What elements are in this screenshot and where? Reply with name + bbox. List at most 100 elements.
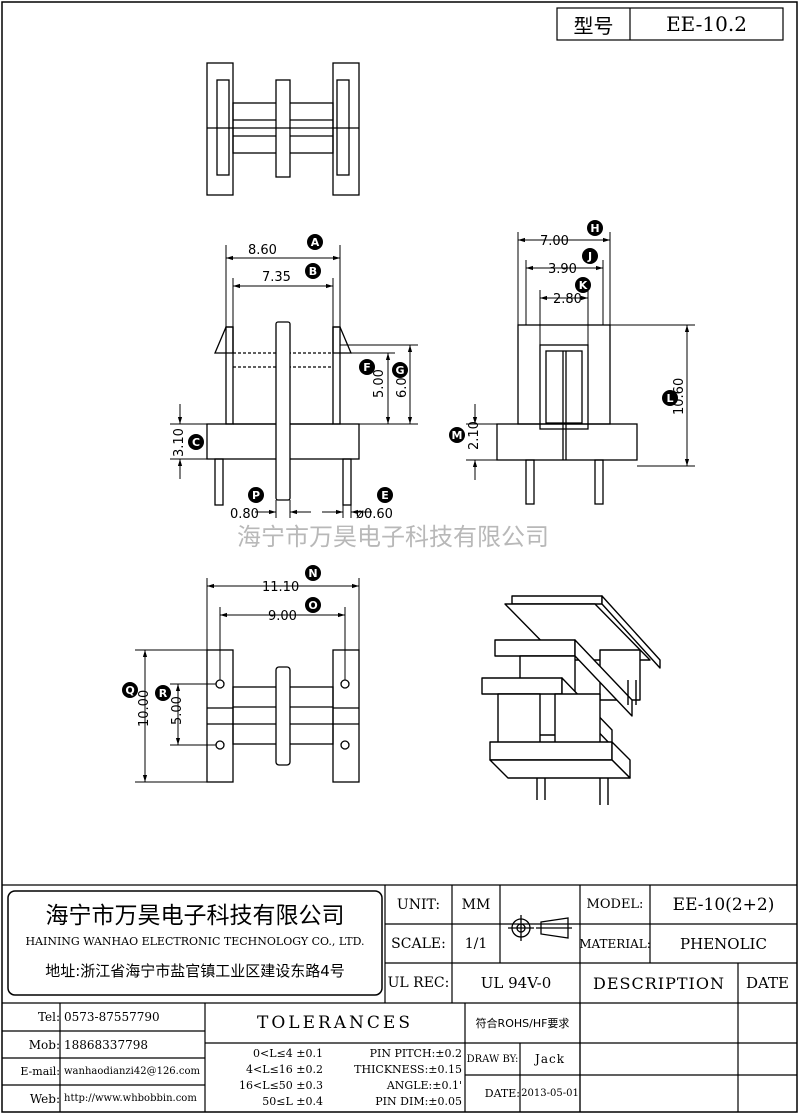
top-view [206, 62, 360, 196]
unit-label: UNIT: [396, 896, 441, 913]
date-label: DATE: [484, 1087, 520, 1100]
dim-a-value: 8.60 [248, 243, 277, 258]
rohs-compliance: 符合ROHS/HF要求 [475, 1017, 570, 1030]
title-block-grid [2, 7, 797, 1112]
svg-text:F: F [363, 361, 371, 374]
model-label: MODEL: [586, 897, 644, 912]
svg-text:Q: Q [125, 684, 134, 697]
dim-h-value: 7.00 [540, 234, 569, 249]
badge-j: J [582, 248, 598, 264]
company-name-en: HAINING WANHAO ELECTRONIC TECHNOLOGY CO.… [25, 934, 365, 948]
tolerance-thickness: THICKNESS:±0.15 [354, 1062, 462, 1076]
date-value: 2013-05-01 [521, 1088, 579, 1099]
tolerance-angle: ANGLE:±0.1' [386, 1078, 462, 1092]
drawby-value: Jack [535, 1052, 565, 1066]
scale-label: SCALE: [391, 935, 446, 952]
svg-text:O: O [308, 599, 317, 612]
dim-k-value: 2.80 [553, 292, 582, 307]
company-address: 地址:浙江省海宁市盐官镇工业区建设东路4号 [45, 961, 345, 980]
tolerances-title: TOLERANCES [257, 1013, 413, 1033]
dimension-values: 8.60 7.35 0.80 ø0.60 7.00 3.90 2.80 11.1… [137, 234, 687, 727]
svg-text:M: M [452, 429, 463, 442]
front-view [206, 321, 360, 506]
svg-text:J: J [587, 250, 592, 263]
company-watermark: 海宁市万昊电子科技有限公司 [237, 523, 549, 551]
dim-b-value: 7.35 [262, 270, 291, 285]
svg-text:N: N [308, 567, 317, 580]
tolerance-range-1: 0<L≤4 ±0.1 [253, 1046, 323, 1060]
badge-p: P [248, 487, 264, 503]
dim-e-value: ø0.60 [356, 507, 393, 522]
web-link[interactable]: http://www.whbobbin.com [64, 1093, 197, 1104]
svg-text:A: A [311, 236, 320, 249]
dim-m-value: 2.10 [467, 421, 482, 450]
email-value[interactable]: wanhaodianzi42@126.com [64, 1066, 200, 1077]
svg-text:P: P [252, 489, 260, 502]
tolerance-range-4: 50≤L ±0.4 [262, 1094, 323, 1108]
badge-a: A [307, 234, 323, 250]
side-view [496, 324, 638, 505]
date-header: DATE [746, 974, 789, 992]
tel-label: Tel: [37, 1010, 60, 1024]
type-label: 型号 [573, 13, 614, 38]
svg-text:H: H [590, 222, 599, 235]
description-header: DESCRIPTION [593, 973, 725, 993]
dim-o-value: 9.00 [268, 609, 297, 624]
scale-value: 1/1 [464, 935, 488, 952]
svg-text:G: G [395, 364, 404, 377]
dim-c-value: 3.10 [172, 428, 187, 457]
badge-n: N [305, 565, 321, 581]
svg-text:R: R [159, 687, 168, 700]
material-label: MATERIAL: [580, 936, 650, 951]
badge-g: G [392, 362, 408, 378]
web-label: Web: [29, 1091, 60, 1106]
company-box [7, 890, 383, 996]
ulrec-label: UL REC: [387, 975, 450, 991]
isometric-view [481, 595, 661, 805]
svg-text:L: L [666, 392, 673, 405]
mob-value: 18868337798 [64, 1037, 148, 1052]
tolerance-range-3: 16<L≤50 ±0.3 [239, 1078, 323, 1092]
dim-r-value: 5.00 [170, 696, 185, 725]
badge-c: C [188, 434, 204, 450]
badge-k: K [575, 277, 591, 293]
dim-j-value: 3.90 [548, 262, 577, 277]
unit-value: MM [461, 896, 491, 913]
projection-symbol-icon [508, 915, 572, 941]
badge-o: O [305, 597, 321, 613]
drawby-label: DRAW BY: [466, 1053, 519, 1065]
tel-value: 0573-87557790 [64, 1010, 160, 1024]
tolerance-pin-dim: PIN DIM:±0.05 [375, 1094, 462, 1108]
company-name-cn: 海宁市万昊电子科技有限公司 [45, 903, 345, 929]
badge-m: M [449, 427, 465, 443]
bottom-view [206, 649, 360, 783]
material-value: PHENOLIC [680, 934, 767, 953]
dim-q-value: 10.00 [137, 690, 152, 727]
badge-e: E [377, 487, 393, 503]
mob-label: Mob: [28, 1037, 60, 1052]
svg-text:K: K [579, 279, 588, 292]
tolerance-range-2: 4<L≤16 ±0.2 [246, 1062, 323, 1076]
dimension-badges: A B F G C P E H J K L M N O Q R [122, 220, 678, 701]
svg-text:E: E [381, 489, 389, 502]
ulrec-value: UL 94V-0 [480, 974, 552, 992]
dim-n-value: 11.10 [262, 580, 299, 595]
dimension-lines [135, 232, 695, 783]
badge-h: H [587, 220, 603, 236]
svg-text:C: C [192, 436, 200, 449]
svg-text:B: B [309, 265, 317, 278]
dim-l-value: 10.60 [672, 378, 687, 415]
badge-f: F [359, 359, 375, 375]
tolerance-pin-pitch: PIN PITCH:±0.2 [369, 1046, 462, 1060]
type-value: EE-10.2 [666, 12, 747, 36]
email-label: E-mail: [20, 1065, 60, 1078]
badge-l: L [662, 390, 678, 406]
badge-q: Q [122, 682, 138, 698]
dim-f-value: 5.00 [372, 369, 387, 398]
dim-p-value: 0.80 [230, 507, 259, 522]
badge-b: B [305, 263, 321, 279]
model-value: EE-10(2+2) [672, 894, 775, 915]
